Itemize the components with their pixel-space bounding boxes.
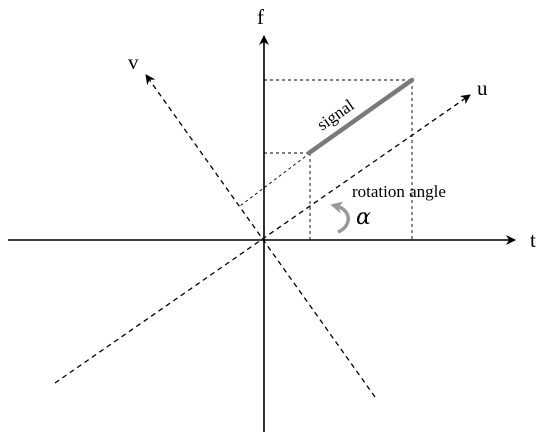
rotation-angle-label: rotation angle [352,182,446,201]
v-axis [145,74,376,398]
t-axis-label: t [530,228,536,252]
alpha-symbol: α [356,205,371,230]
rotation-arrow-icon [330,201,350,234]
projection-guides [239,79,413,240]
signal-label: signal [313,95,357,134]
signal-line [306,77,415,156]
u-axis-label: u [477,76,488,100]
v-axis-label: v [128,50,139,74]
f-axis-label: f [257,5,264,29]
